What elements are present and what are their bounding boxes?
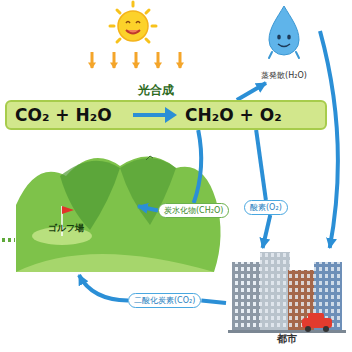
flow-arrow: [138, 206, 158, 210]
oxygen-pill: 酸素(O₂): [244, 200, 288, 215]
flow-arrow: [320, 31, 338, 248]
flow-arrow: [201, 301, 226, 304]
process-heading: 光合成: [138, 82, 174, 99]
node-label: CH₂O + O₂: [185, 105, 282, 125]
node-label: 都市: [226, 332, 348, 346]
dashed-line: [2, 238, 15, 242]
carbohydrate-pill: 炭水化物(CH₂O): [158, 203, 229, 218]
golf-course-area: ゴルフ場: [20, 150, 138, 275]
node-label: 酸素(O₂): [250, 202, 282, 213]
water-drop: [269, 6, 299, 58]
city-area: 都市: [226, 248, 348, 348]
equation-band: CO₂ + H₂O光合成CH₂O + O₂: [5, 100, 327, 130]
sunlight-arrows: [92, 52, 180, 68]
node-label: ゴルフ場: [48, 222, 84, 235]
flow-arrow: [237, 83, 266, 100]
flow-arrow: [256, 130, 266, 200]
flow-arrow: [79, 275, 128, 301]
sun: [110, 2, 156, 42]
flow-arrow: [263, 215, 271, 248]
node-label: 二酸化炭素(CO₂): [134, 295, 195, 306]
node-label: CO₂ + H₂O: [15, 105, 112, 125]
carbon-dioxide-pill: 二酸化炭素(CO₂): [128, 293, 201, 308]
city-buildings: [228, 252, 346, 333]
node-label: 炭水化物(CH₂O): [164, 205, 223, 216]
flow-arrow: [194, 130, 202, 203]
node-label: 蒸発散(H₂O): [248, 70, 320, 81]
evaporation-drop: 蒸発散(H₂O): [248, 3, 320, 83]
